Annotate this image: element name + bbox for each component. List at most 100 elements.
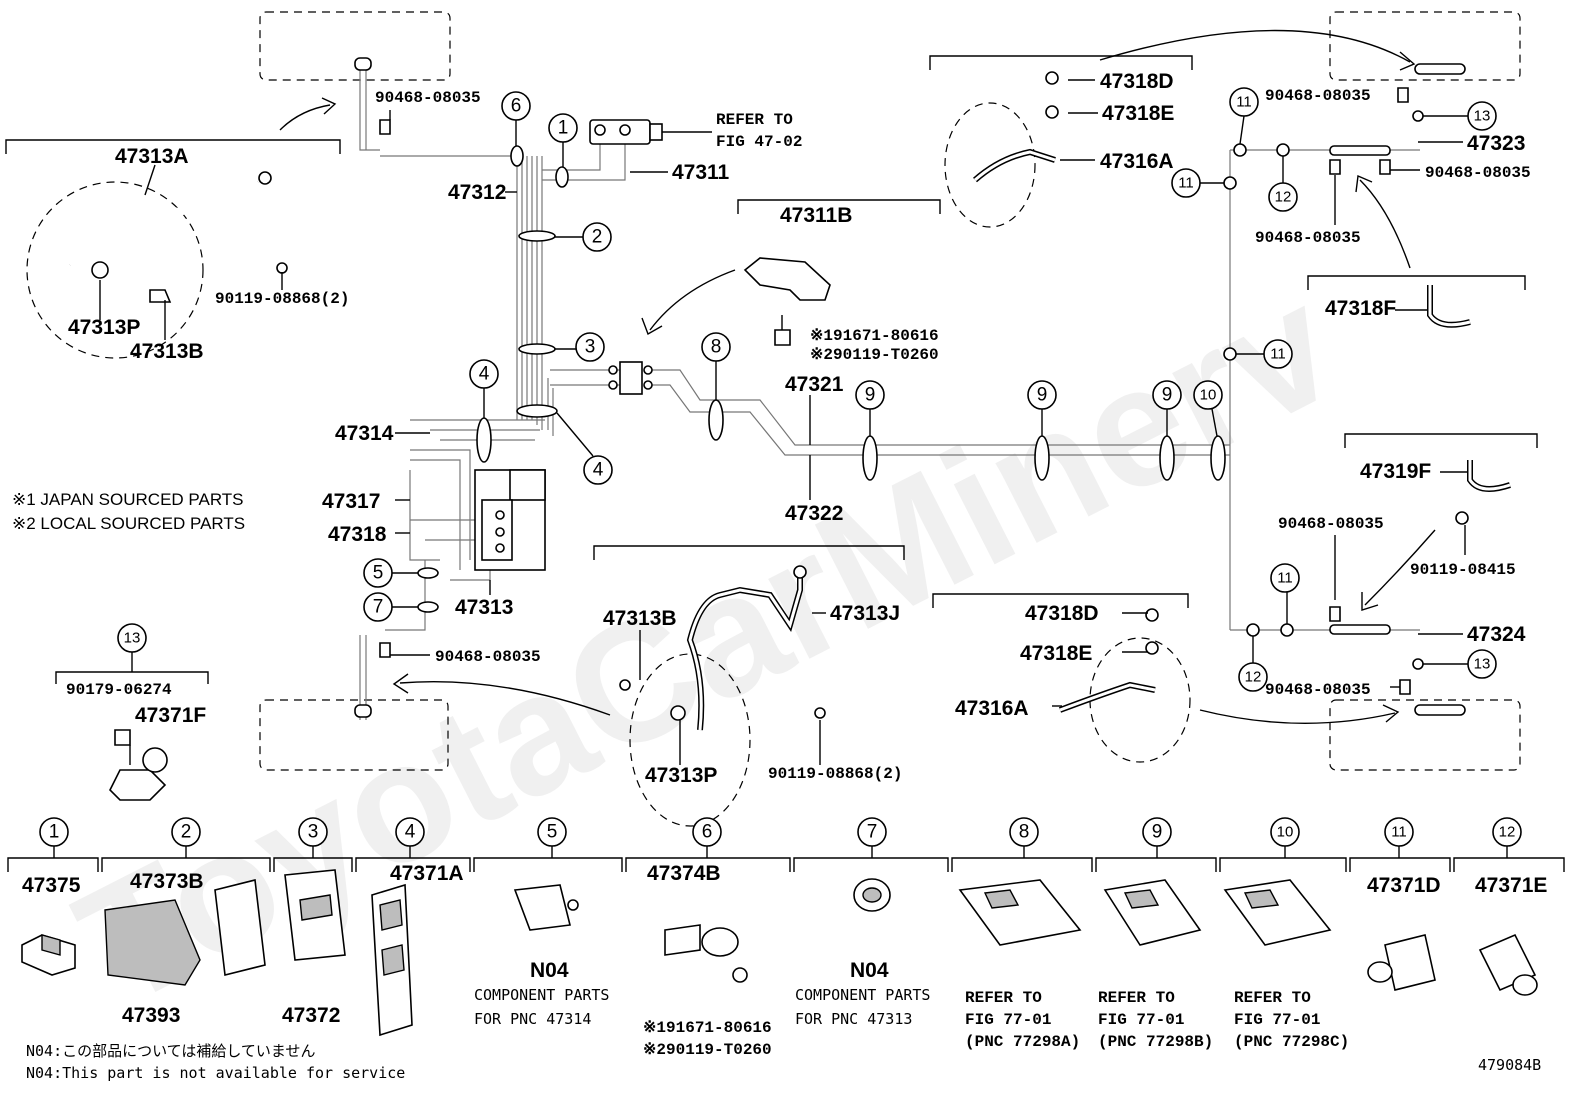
label-47313P-mid: 47313P xyxy=(645,764,717,787)
legend-desc-9-line1: REFER TO xyxy=(1098,989,1175,1007)
label-90468-08035-g: 90468-08035 xyxy=(1265,681,1371,699)
svg-text:3: 3 xyxy=(308,822,319,843)
context-box-top-left xyxy=(259,11,451,81)
callout-7: 6 xyxy=(501,91,531,146)
legend-item-11: 11 47371D xyxy=(1367,817,1441,991)
legend-desc-7-line2: FOR PNC 47313 xyxy=(795,1010,912,1028)
label-47319F: 47319F xyxy=(1360,460,1431,483)
label-47316A-mid: 47316A xyxy=(955,697,1029,720)
label-290119-T0260: ※290119-T0260 xyxy=(810,346,939,364)
label-90179-06274: 90179-06274 xyxy=(66,681,172,699)
context-box-bottom-right xyxy=(1329,699,1521,771)
label-90468-08035-a: 90468-08035 xyxy=(375,89,481,107)
callout-9a: 9 xyxy=(855,380,885,436)
svg-text:11: 11 xyxy=(1277,570,1293,587)
svg-text:11: 11 xyxy=(1236,94,1252,111)
legend-item-4: 4 47371A xyxy=(371,817,464,1037)
label-47321: 47321 xyxy=(785,373,844,396)
label-fig-47-02: FIG 47-02 xyxy=(716,133,802,151)
label-90119-08868-mid: 90119-08868(2) xyxy=(768,765,902,783)
legend-part-47375: 47375 xyxy=(22,874,81,897)
group-bracket-47313A xyxy=(5,139,341,154)
flex-hose-front-right xyxy=(973,71,1059,183)
legend-desc-6-line1: ※191671-80616 xyxy=(643,1019,772,1037)
flex-hose-rear-left xyxy=(68,171,288,303)
label-47313P-top: 47313P xyxy=(68,316,140,339)
svg-text:13: 13 xyxy=(1474,656,1491,673)
legend-part-N04-a: N04 xyxy=(530,959,569,982)
legend-part-N04-b: N04 xyxy=(850,959,889,982)
svg-text:9: 9 xyxy=(1162,385,1173,406)
legend-part-47374B: 47374B xyxy=(647,862,721,885)
svg-text:11: 11 xyxy=(1178,175,1194,192)
legend-desc-5-line2: FOR PNC 47314 xyxy=(474,1010,591,1028)
legend-part-47372: 47372 xyxy=(282,1004,340,1027)
end-tubes xyxy=(354,57,1466,718)
label-90119-08868-top: 90119-08868(2) xyxy=(215,290,349,308)
context-box-top-right xyxy=(1329,11,1521,81)
abs-actuator xyxy=(474,469,546,571)
callout-11c: 11 xyxy=(1236,339,1293,369)
svg-text:4: 4 xyxy=(479,364,490,385)
callout-12a: 12 xyxy=(1268,156,1298,212)
label-47322: 47322 xyxy=(785,502,843,525)
svg-text:1: 1 xyxy=(558,118,569,139)
label-47318D-mid: 47318D xyxy=(1025,602,1099,625)
svg-text:5: 5 xyxy=(373,563,384,584)
svg-text:8: 8 xyxy=(711,337,722,358)
note-local-sourced: ※2 LOCAL SOURCED PARTS xyxy=(12,514,245,533)
callout-5: 5 xyxy=(363,558,418,588)
legend-section xyxy=(7,846,1565,872)
callout-9c: 9 xyxy=(1152,380,1182,436)
group-bracket-47318F xyxy=(1307,275,1526,290)
legend-desc-8-line3: (PNC 77298A) xyxy=(965,1033,1080,1051)
label-47318D-top: 47318D xyxy=(1100,70,1174,93)
flex-hose-47318F xyxy=(1427,285,1471,328)
svg-text:11: 11 xyxy=(1270,346,1286,363)
legend-part-47371E: 47371E xyxy=(1475,874,1547,897)
group-bracket-47313J xyxy=(593,545,905,560)
legend-item-1: 1 47375 xyxy=(21,817,81,976)
note-japan-sourced: ※1 JAPAN SOURCED PARTS xyxy=(12,490,244,509)
callout-6: 7 xyxy=(363,592,418,622)
callout-10: 10 xyxy=(1193,380,1223,437)
leader-lines xyxy=(99,79,1468,765)
footnote-english: N04:This part is not available for servi… xyxy=(26,1064,405,1082)
legend-item-10: 10 REFER TO FIG 77-01 (PNC 77298C) xyxy=(1223,817,1349,1051)
svg-text:12: 12 xyxy=(1499,824,1516,841)
label-90468-08035-c: 90468-08035 xyxy=(1265,87,1371,105)
svg-text:9: 9 xyxy=(865,385,876,406)
legend-desc-8-line2: FIG 77-01 xyxy=(965,1011,1051,1029)
legend-item-8: 8 REFER TO FIG 77-01 (PNC 77298A) xyxy=(958,817,1082,1051)
clip-47371F xyxy=(109,729,168,801)
svg-text:11: 11 xyxy=(1391,824,1407,841)
callout-8: 8 xyxy=(701,332,731,400)
label-90119-08415: 90119-08415 xyxy=(1410,561,1516,579)
label-47318F: 47318F xyxy=(1325,297,1396,320)
group-bracket-47318D-mid xyxy=(932,593,1189,608)
detail-circle-rear-right xyxy=(1089,637,1191,763)
label-47313B-top: 47313B xyxy=(130,340,204,363)
label-90468-08035-d: 90468-08035 xyxy=(1425,164,1531,182)
label-47316A-top: 47316A xyxy=(1100,150,1174,173)
detail-circle-rear-mid xyxy=(629,653,751,827)
legend-desc-6-line2: ※290119-T0260 xyxy=(643,1041,772,1059)
label-47313B-mid: 47313B xyxy=(603,607,677,630)
detail-circle-rear-left xyxy=(26,181,204,359)
label-191671-80616: ※191671-80616 xyxy=(810,327,939,345)
legend-item-5: 5 N04 COMPONENT PARTS FOR PNC 47314 xyxy=(474,817,609,1028)
label-47324: 47324 xyxy=(1467,623,1526,646)
label-47318E-top: 47318E xyxy=(1102,102,1174,125)
clip-90468-icons xyxy=(379,87,1411,695)
callout-11b: 11 xyxy=(1171,168,1224,198)
svg-text:13: 13 xyxy=(124,630,141,647)
callout-4b: 4 xyxy=(556,412,613,485)
flex-hose-rear-right xyxy=(1058,608,1159,713)
svg-text:10: 10 xyxy=(1200,387,1217,404)
callout-12b: 12 xyxy=(1238,636,1268,692)
label-refer-to: REFER TO xyxy=(716,111,793,129)
svg-text:13: 13 xyxy=(1474,108,1491,125)
label-90468-08035-e: 90468-08035 xyxy=(1255,229,1361,247)
svg-text:9: 9 xyxy=(1037,385,1048,406)
group-bracket-47319F xyxy=(1344,433,1538,448)
